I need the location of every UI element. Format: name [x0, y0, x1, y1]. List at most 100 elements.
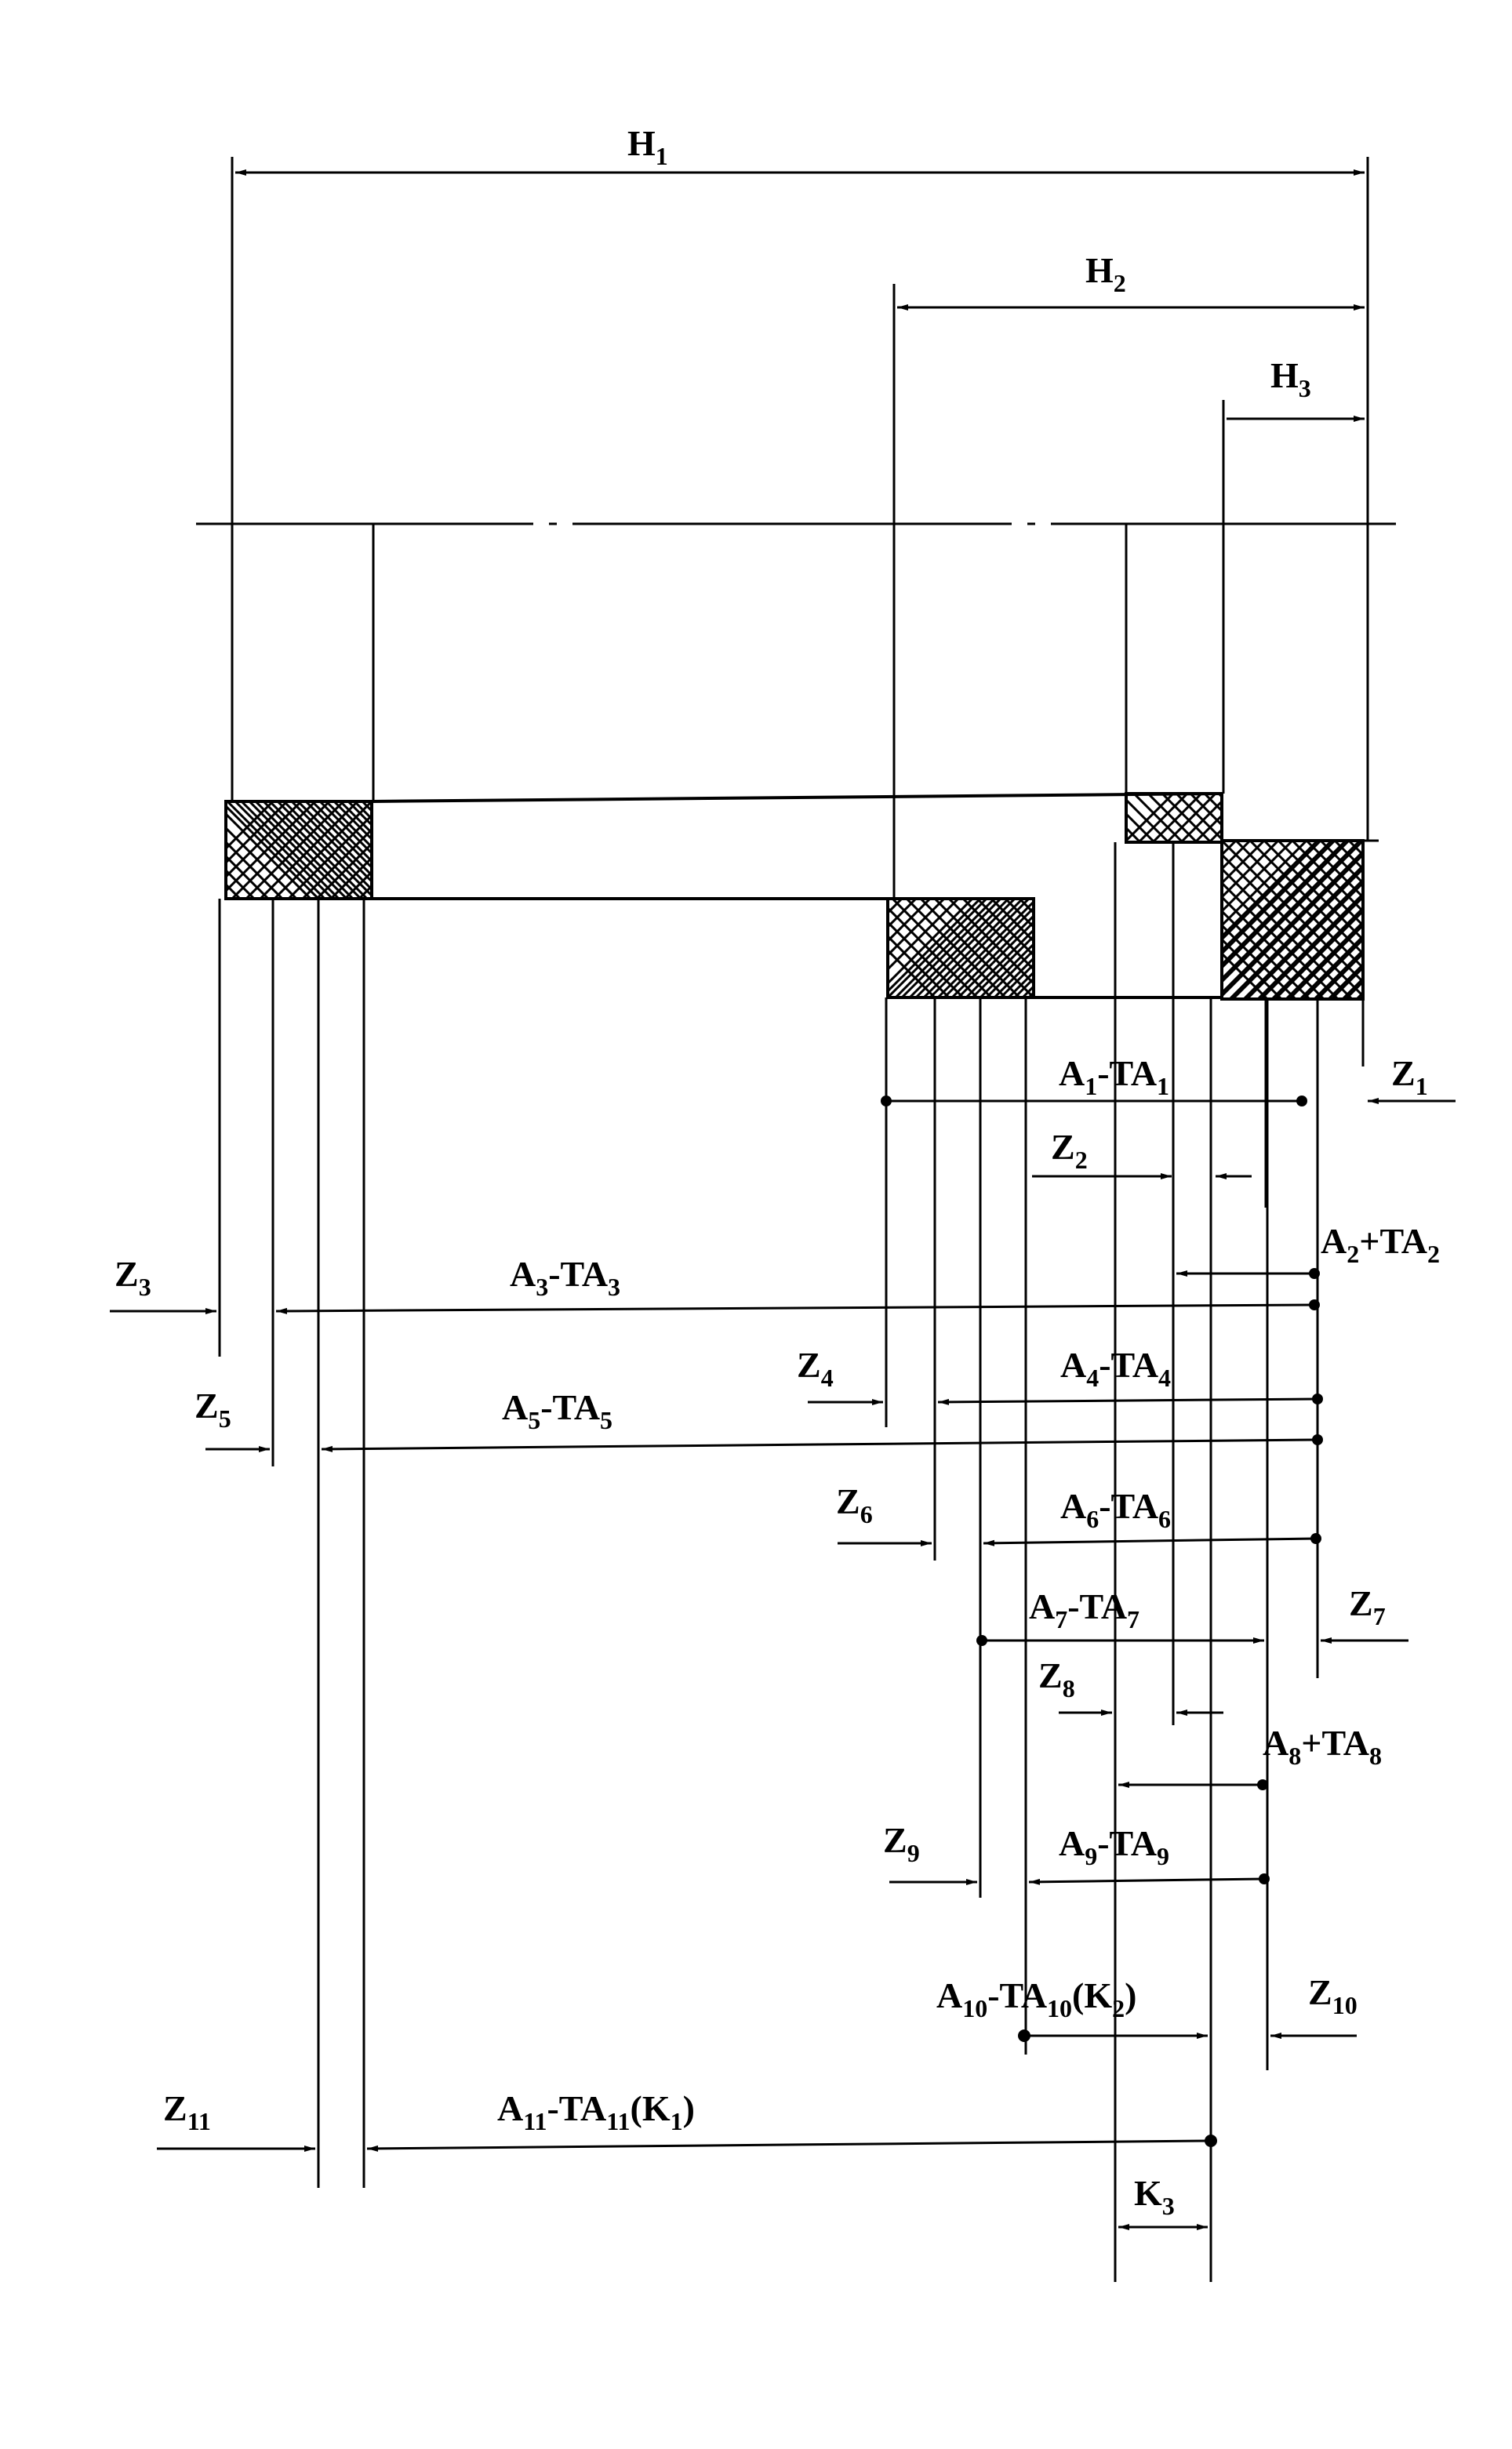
hatch-line	[1222, 852, 1363, 998]
hatch-line	[347, 801, 372, 827]
hatch-line	[888, 948, 936, 997]
hatch-line	[304, 801, 372, 870]
label-z10: Z10	[1308, 1972, 1358, 2019]
hatch-line	[888, 899, 988, 997]
hatch-line	[1223, 794, 1272, 842]
dimension-lines	[110, 169, 1456, 2230]
hatch-line	[1208, 827, 1222, 842]
hatch-line	[1034, 899, 1132, 997]
hatch-line	[391, 801, 488, 899]
hatch-line	[226, 801, 303, 879]
hatch-line	[433, 801, 530, 899]
hatch-line	[1151, 794, 1203, 842]
hatch-line	[908, 899, 1010, 997]
hatch-line	[1327, 962, 1363, 999]
hatch-line	[1347, 841, 1363, 857]
hatch-line	[1402, 841, 1512, 999]
hatch-line	[333, 801, 372, 841]
hatch-line	[1222, 841, 1266, 885]
label-a1: A1-TA1	[1059, 1053, 1169, 1100]
hatch-line	[1228, 863, 1363, 999]
hatch-line	[1434, 841, 1512, 999]
hatch-line	[1456, 841, 1512, 999]
hatch-line	[1441, 841, 1512, 999]
hatch-line	[402, 801, 499, 899]
label-z6: Z6	[836, 1481, 873, 1528]
dimension-labels: H1 H2 H3 A1-TA1 Z1 Z2 A2+TA2 Z3 A3-TA3 Z…	[114, 123, 1440, 2220]
hatch-line	[1419, 841, 1512, 999]
hatch-line	[1388, 841, 1512, 999]
hatch-line	[318, 801, 372, 856]
hatch-line	[245, 801, 345, 899]
hatch-line	[1413, 841, 1512, 999]
label-a9: A9-TA9	[1059, 1823, 1169, 1870]
hatch-line	[993, 957, 1032, 997]
label-h1: H1	[627, 123, 668, 170]
hatch-line	[1462, 841, 1512, 999]
hatch-line	[1222, 841, 1363, 984]
hatch-line	[1222, 841, 1238, 857]
hatch-line	[461, 801, 558, 899]
hatch-line	[387, 801, 485, 899]
hatch-line	[1302, 937, 1363, 999]
hatch-line	[1222, 841, 1361, 981]
hatch-line	[1391, 841, 1512, 999]
hatch-line	[248, 801, 348, 899]
hatch-line	[1222, 841, 1347, 967]
hatch-line	[226, 801, 274, 851]
hatch-line	[259, 801, 359, 899]
label-a8: A8+TA8	[1263, 1723, 1382, 1770]
hatch-line	[343, 870, 372, 899]
hatch-line	[226, 801, 317, 893]
hatch-line	[367, 801, 372, 807]
hatch-line	[936, 901, 1032, 997]
hatch-line	[1427, 841, 1512, 999]
hatch-line	[1203, 794, 1222, 813]
hatch-line	[1037, 899, 1136, 997]
label-a7: A7-TA7	[1029, 1586, 1139, 1633]
hatch-line	[1126, 840, 1128, 842]
hatch-line	[1245, 881, 1363, 999]
hatch-line	[1316, 951, 1363, 999]
hatch-line	[1355, 990, 1363, 999]
hatch-line	[1266, 794, 1314, 842]
hatch-line	[888, 899, 982, 994]
label-a3: A3-TA3	[510, 1254, 620, 1301]
hatch-line	[888, 899, 960, 972]
hatch-line	[905, 899, 1007, 997]
hatch-line	[1222, 841, 1280, 899]
hatch-line	[1222, 841, 1223, 843]
hatch-line	[1256, 892, 1363, 999]
hatch-line	[1222, 841, 1333, 953]
hatch-line	[361, 801, 372, 813]
hatch-line	[1358, 994, 1363, 999]
label-a2: A2+TA2	[1321, 1221, 1440, 1268]
hatch-line	[234, 801, 334, 899]
hatch-line	[376, 801, 474, 899]
label-a4: A4-TA4	[1060, 1345, 1171, 1392]
hatch-line	[262, 801, 362, 899]
hatch-line	[1270, 906, 1363, 999]
hatch-line	[1021, 986, 1032, 997]
hatch-line	[226, 801, 289, 865]
hatching	[226, 794, 1512, 999]
label-a11: A11-TA11(K1)	[497, 2088, 695, 2135]
label-z8: Z8	[1038, 1655, 1075, 1702]
hatch-line	[273, 801, 372, 899]
hatch-line	[1121, 899, 1220, 997]
label-z5: Z5	[194, 1386, 231, 1433]
hatch-line	[358, 884, 372, 899]
hatch-line	[1222, 841, 1252, 871]
hatch-line	[891, 899, 993, 997]
dim-a9	[1028, 1877, 1265, 1885]
hatch-line	[888, 920, 965, 997]
label-z2: Z2	[1051, 1127, 1088, 1174]
hatch-line	[1248, 841, 1363, 956]
hatch-line	[1374, 841, 1512, 999]
hatch-line	[226, 804, 320, 899]
hatch-line	[1217, 794, 1222, 799]
hatch-line	[888, 899, 932, 943]
hatch-line	[226, 854, 270, 899]
hatch-line	[888, 899, 946, 957]
hatch-line	[276, 801, 372, 898]
